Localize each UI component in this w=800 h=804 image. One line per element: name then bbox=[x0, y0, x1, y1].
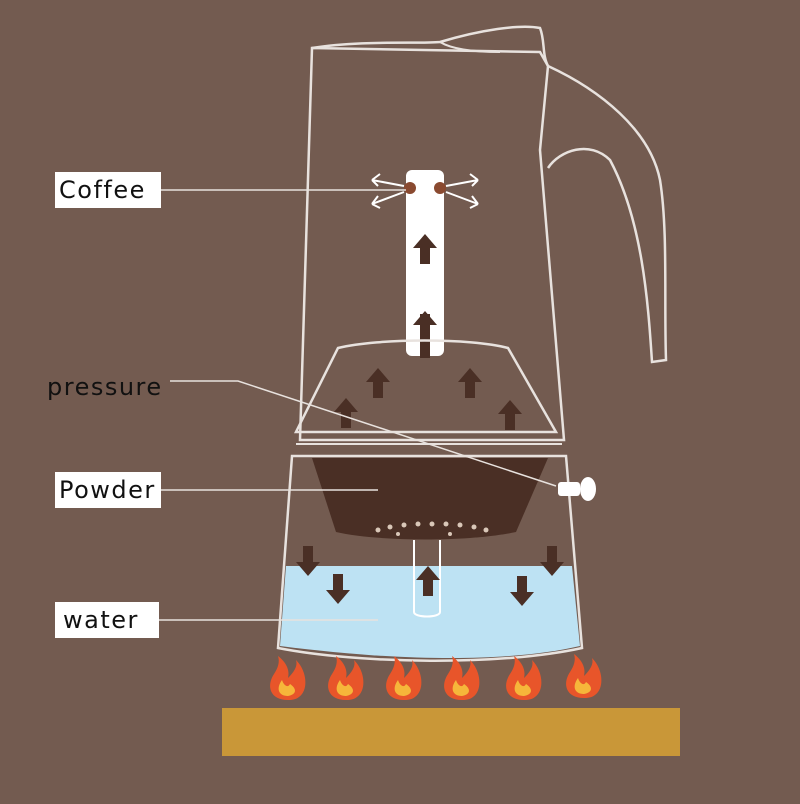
coffee-tube bbox=[404, 170, 446, 358]
coffee-label: Coffee bbox=[55, 172, 161, 208]
stove bbox=[222, 708, 680, 756]
lid bbox=[311, 25, 550, 67]
up-arrow-icon bbox=[366, 368, 390, 398]
upper-chamber bbox=[298, 25, 668, 442]
coffee-outflow-arrows bbox=[371, 173, 479, 209]
powder-label: Powder bbox=[55, 472, 161, 508]
water-label: water bbox=[55, 602, 159, 638]
coffee-grounds bbox=[312, 458, 548, 540]
water bbox=[280, 566, 580, 659]
pressure-chamber bbox=[293, 339, 559, 434]
flame-icon bbox=[566, 654, 602, 698]
pressure-label: pressure bbox=[47, 373, 163, 401]
flame-icon bbox=[270, 656, 306, 700]
up-arrow-icon bbox=[458, 368, 482, 398]
flame-icon bbox=[328, 656, 364, 700]
up-arrow-icon bbox=[334, 398, 358, 428]
up-arrow-icon bbox=[498, 400, 522, 430]
handle bbox=[546, 64, 668, 364]
safety-valve bbox=[558, 477, 596, 501]
flame-icon bbox=[506, 656, 542, 700]
flame-icon bbox=[386, 656, 422, 700]
flame-icon bbox=[444, 656, 480, 700]
leader-lines bbox=[150, 189, 557, 621]
filter-holes bbox=[375, 521, 489, 536]
boiler bbox=[276, 443, 596, 662]
